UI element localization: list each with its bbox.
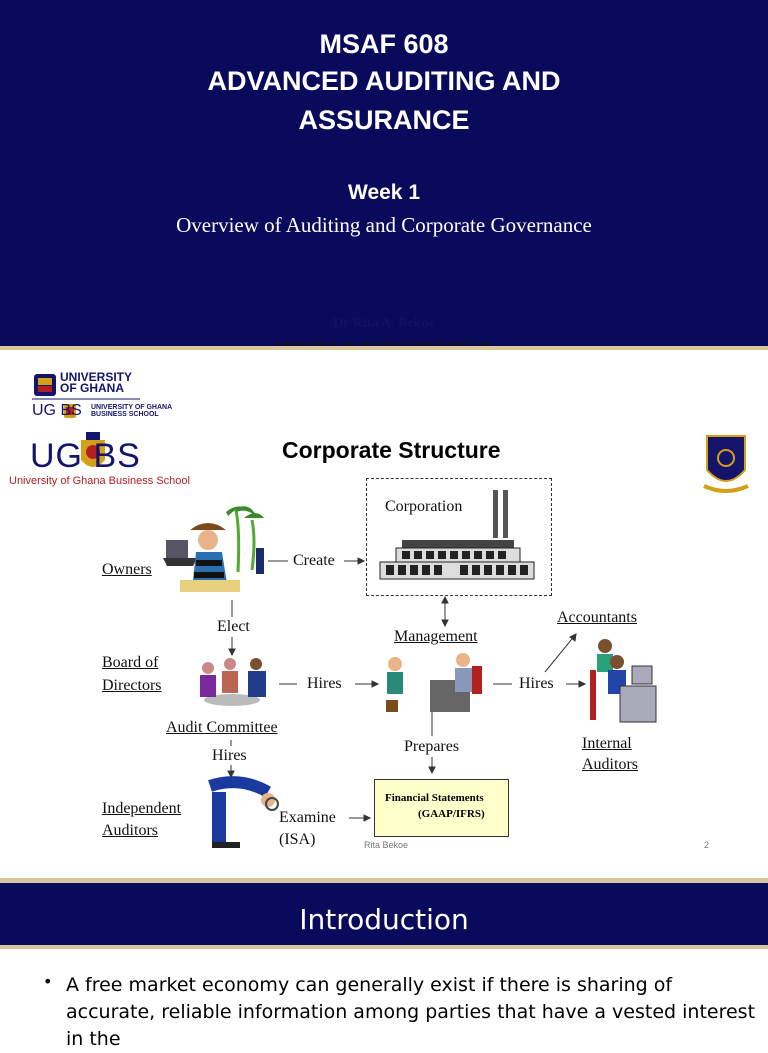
logo-line2: OF GHANA bbox=[60, 381, 124, 395]
ugbs-small-logo: UG BS bbox=[32, 402, 82, 419]
board-line1: Board of bbox=[102, 654, 159, 671]
author-name: Dr Rita A. Bekoe bbox=[333, 316, 435, 331]
internal-auditors-label: Internal Auditors bbox=[582, 733, 638, 775]
create-label: Create bbox=[293, 552, 335, 569]
board-meeting-icon bbox=[200, 658, 266, 706]
course-title-line1: ADVANCED AUDITING AND bbox=[207, 66, 561, 96]
corporation-box bbox=[366, 478, 552, 596]
financial-statements-line2: (GAAP/IFRS) bbox=[418, 808, 485, 820]
factory-building-icon bbox=[379, 490, 535, 580]
slide3-top-border bbox=[0, 878, 768, 883]
ugbs-crest-small-icon bbox=[64, 404, 76, 418]
independent-auditor-icon bbox=[208, 776, 279, 848]
logo-line1: UNIVERSITY bbox=[60, 370, 133, 384]
owner-figure-icon bbox=[163, 506, 264, 592]
week-label: Week 1 bbox=[348, 181, 420, 204]
slide3-title: Introduction bbox=[299, 903, 469, 936]
hires-management-label: Hires bbox=[519, 675, 554, 692]
slide3-band-border bbox=[0, 945, 768, 949]
ugbs-large-logo: UG BS bbox=[30, 437, 141, 475]
audit-committee-label: Audit Committee bbox=[166, 719, 278, 736]
slide-subtitle: Overview of Auditing and Corporate Gover… bbox=[176, 213, 592, 237]
ugbs-sub-line1: UNIVERSITY OF GHANA bbox=[91, 404, 173, 411]
slide-title: Corporate Structure bbox=[282, 437, 501, 463]
ugbs-caption: University of Ghana Business School bbox=[9, 475, 190, 487]
management-label: Management bbox=[394, 628, 478, 645]
slide-footer-author: Rita Bekoe bbox=[364, 840, 409, 850]
ugbs-sub-line2: BUSINESS SCHOOL bbox=[91, 411, 159, 418]
financial-statements-box: Financial Statements (GAAP/IFRS) bbox=[374, 779, 509, 837]
financial-statements-line1: Financial Statements bbox=[385, 792, 484, 804]
corporation-label: Corporation bbox=[385, 498, 463, 515]
elect-label: Elect bbox=[217, 618, 250, 635]
university-shield-icon bbox=[703, 435, 749, 493]
slide2-graphics bbox=[32, 374, 749, 848]
bullet-text: A free market economy can generally exis… bbox=[66, 974, 756, 1050]
course-title-line2: ASSURANCE bbox=[298, 105, 470, 135]
management-meeting-icon bbox=[386, 653, 482, 712]
internal-line2: Auditors bbox=[582, 756, 638, 773]
board-of-directors-label: Board of Directors bbox=[102, 651, 162, 697]
university-of-ghana-logo-text: UNIVERSITY OF GHANA bbox=[60, 370, 133, 395]
independent-auditors-label: Independent Auditors bbox=[102, 798, 181, 842]
independent-line2: Auditors bbox=[102, 822, 158, 839]
hires-audit-committee-label: Hires bbox=[212, 747, 247, 764]
independent-line1: Independent bbox=[102, 800, 182, 817]
board-line2: Directors bbox=[102, 677, 162, 694]
internal-line1: Internal bbox=[582, 735, 632, 752]
slide-divider bbox=[0, 346, 768, 350]
accountants-label: Accountants bbox=[557, 609, 637, 626]
slide3-title-band bbox=[0, 883, 768, 945]
owners-label: Owners bbox=[102, 561, 152, 578]
ugbs-crest-large-icon bbox=[81, 432, 105, 467]
accountants-at-computer-icon bbox=[590, 639, 657, 723]
hires-board-label: Hires bbox=[307, 675, 342, 692]
examine-label: Examine bbox=[279, 809, 336, 826]
prepares-label: Prepares bbox=[404, 738, 460, 755]
course-code: MSAF 608 bbox=[319, 29, 449, 59]
university-crest-small-icon bbox=[34, 374, 56, 396]
slide-page-number: 2 bbox=[704, 840, 710, 850]
title-slide: MSAF 608 ADVANCED AUDITING AND ASSURANCE… bbox=[0, 0, 768, 350]
isa-label: (ISA) bbox=[279, 831, 316, 848]
ugbs-small-logo-subtitle: UNIVERSITY OF GHANA BUSINESS SCHOOL bbox=[91, 404, 172, 418]
bullet-icon: • bbox=[43, 972, 53, 991]
